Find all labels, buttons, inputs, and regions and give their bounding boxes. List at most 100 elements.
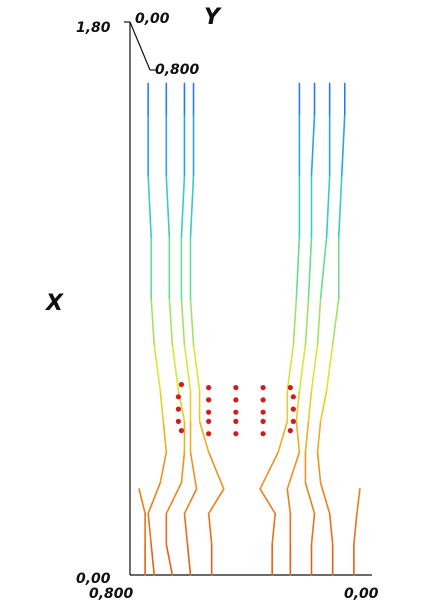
sample-point (287, 428, 293, 434)
contour-line-segment (165, 482, 183, 515)
sample-point (260, 397, 266, 403)
sample-point (233, 418, 239, 424)
contour-line-segment (189, 297, 195, 346)
contour-line-segment (189, 451, 198, 490)
sample-point (175, 406, 181, 412)
contour-line-segment (277, 420, 289, 453)
sample-point (206, 431, 212, 437)
contour-line-segment (353, 512, 358, 546)
contour-line-segment (153, 343, 162, 392)
contour-line-segment (192, 343, 201, 392)
contour-line-segment (310, 113, 316, 177)
sample-point (233, 431, 239, 437)
contour-line-segment (316, 297, 322, 346)
horizontal-tick-left: 0,800 (89, 586, 134, 602)
depth-tick-zero: 0,00 (135, 11, 170, 27)
contour-line-segment (159, 389, 165, 423)
contour-line-segment (316, 420, 322, 453)
sample-point (206, 397, 212, 403)
contour-line-segment (286, 343, 295, 392)
contour-line-segment (298, 343, 307, 392)
contour-line-segment (295, 420, 301, 453)
contour-line-segment (165, 543, 174, 576)
contour-line-segment (295, 389, 301, 423)
contour-line-segment (271, 512, 277, 546)
contour-line-segment (189, 174, 195, 238)
sample-point (290, 394, 296, 400)
contour-line-segment (286, 488, 292, 515)
sample-point (175, 418, 181, 424)
vertical-tick-max: 1,80 (76, 20, 111, 36)
contour-line-segment (295, 236, 301, 300)
sample-point (290, 418, 296, 424)
contour-line-segment (325, 343, 334, 392)
contour-line-segment (316, 451, 322, 484)
sample-point (260, 384, 266, 391)
horizontal-tick-right: 0,00 (344, 586, 379, 602)
contour-line-segment (147, 512, 152, 546)
contour-line-segment (183, 488, 198, 515)
contour-line-segment (150, 543, 155, 576)
contour-line-segment (340, 113, 346, 177)
depth-tick-max: 0,800 (155, 62, 200, 78)
contour-line-segment (319, 482, 331, 515)
sample-point (287, 384, 293, 391)
contour-line-segment (198, 420, 210, 453)
contour-line-segment (162, 420, 168, 453)
contour-line-segment (356, 488, 361, 515)
contour-line-segment (310, 512, 316, 546)
contour-line-segment (325, 174, 331, 238)
contour-line-segment (307, 236, 313, 300)
contour-line-segment (207, 451, 225, 490)
contour-line-segment (138, 488, 146, 515)
vertical-tick-min: 0,00 (76, 571, 111, 587)
contour-line-segment (310, 343, 319, 392)
contour-line-segment (292, 297, 298, 346)
contour-line-segment (207, 488, 225, 515)
contour-line-segment (183, 512, 189, 546)
sample-point (233, 409, 239, 415)
depth-axis-label: Y (204, 5, 222, 30)
depth-axis-line (129, 21, 151, 71)
sample-point (178, 381, 185, 388)
contour-line-segment (328, 512, 334, 546)
contour-line-segment (171, 343, 180, 392)
contour-line-segment (150, 297, 155, 346)
contour-line-segment (180, 451, 186, 484)
contour-line-segment (207, 512, 213, 546)
sample-point (206, 418, 212, 424)
sample-point (260, 431, 266, 437)
sample-point (260, 418, 266, 424)
contour-line-segment (186, 543, 192, 576)
contour-line-segment (307, 389, 313, 423)
sample-point (206, 409, 212, 415)
sample-point (233, 384, 239, 391)
contour-line-segment (147, 482, 162, 515)
sample-point (260, 409, 266, 415)
contour-line-segment (259, 488, 277, 515)
contour-line-segment (147, 174, 152, 238)
contour-line-segment (337, 174, 343, 238)
sample-point (206, 384, 212, 391)
contour-line-segment (286, 451, 301, 490)
contour-line-segment (165, 174, 171, 238)
sample-points (175, 381, 296, 437)
contour-line-segment (159, 451, 168, 484)
contour-line-segment (183, 343, 192, 392)
labels: 1,80 0,00 0,800 0,00 0,00 0,800 Y X (44, 5, 379, 602)
contour-line-segment (304, 297, 310, 346)
contour-line-segment (319, 389, 328, 423)
contour-line-segment (304, 482, 316, 515)
vertical-axis-label: X (44, 291, 64, 316)
contour-line-segment (319, 236, 328, 300)
contour-line-segment (180, 174, 186, 238)
sample-point (233, 397, 239, 403)
contour-line-segment (168, 297, 174, 346)
contour-line-segment (180, 297, 186, 346)
axes (124, 21, 372, 576)
contour-line-segment (331, 297, 340, 346)
contour-lines (138, 82, 361, 576)
sample-point (290, 406, 296, 412)
contour-line-segment (304, 420, 310, 453)
